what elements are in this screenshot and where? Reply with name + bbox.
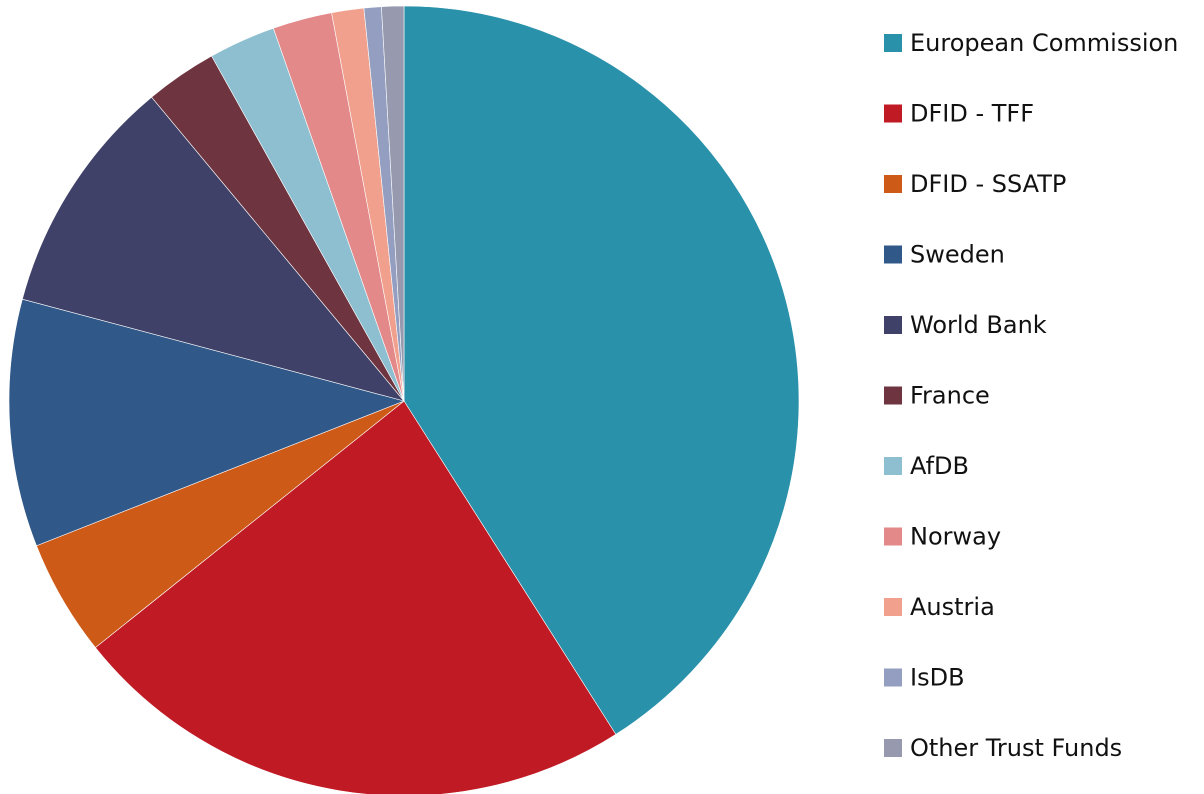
legend-swatch-afdb <box>884 457 902 475</box>
pie-slices <box>8 5 800 794</box>
pie-slice-european-commission <box>403 5 800 735</box>
legend-swatch-norway <box>884 527 902 546</box>
legend-label-world-bank: World Bank <box>910 311 1047 339</box>
legend-label-sweden: Sweden <box>910 241 1005 269</box>
pie-slice-world-bank <box>21 96 405 402</box>
legend-label-dfid-ssatp: DFID - SSATP <box>910 170 1066 198</box>
legend-swatch-france <box>884 386 902 405</box>
legend-swatch-dfid-ssatp <box>884 175 902 193</box>
legend-label-isdb: IsDB <box>910 664 965 692</box>
legend-label-european-commission: European Commission <box>910 29 1178 57</box>
legend-swatch-world-bank <box>884 316 902 334</box>
legend-label-dfid-tff: DFID - TFF <box>910 100 1034 128</box>
legend-swatch-european-commission <box>884 34 902 52</box>
legend-swatch-isdb <box>884 668 902 687</box>
legend-swatch-sweden <box>884 245 902 264</box>
pie-slice-other-trust-funds <box>381 5 405 402</box>
legend-label-other-trust-funds: Other Trust Funds <box>910 734 1122 762</box>
legend-label-afdb: AfDB <box>910 452 969 480</box>
legend-label-austria: Austria <box>910 593 995 621</box>
pie-slice-sweden <box>8 298 405 547</box>
legend-swatch-other-trust-funds <box>884 739 902 757</box>
legend-label-norway: Norway <box>910 523 1001 551</box>
legend-swatch-austria <box>884 598 902 616</box>
legend-swatch-dfid-tff <box>884 104 902 123</box>
pie-slice-dfid-tff <box>94 400 617 794</box>
legend-label-france: France <box>910 382 990 410</box>
